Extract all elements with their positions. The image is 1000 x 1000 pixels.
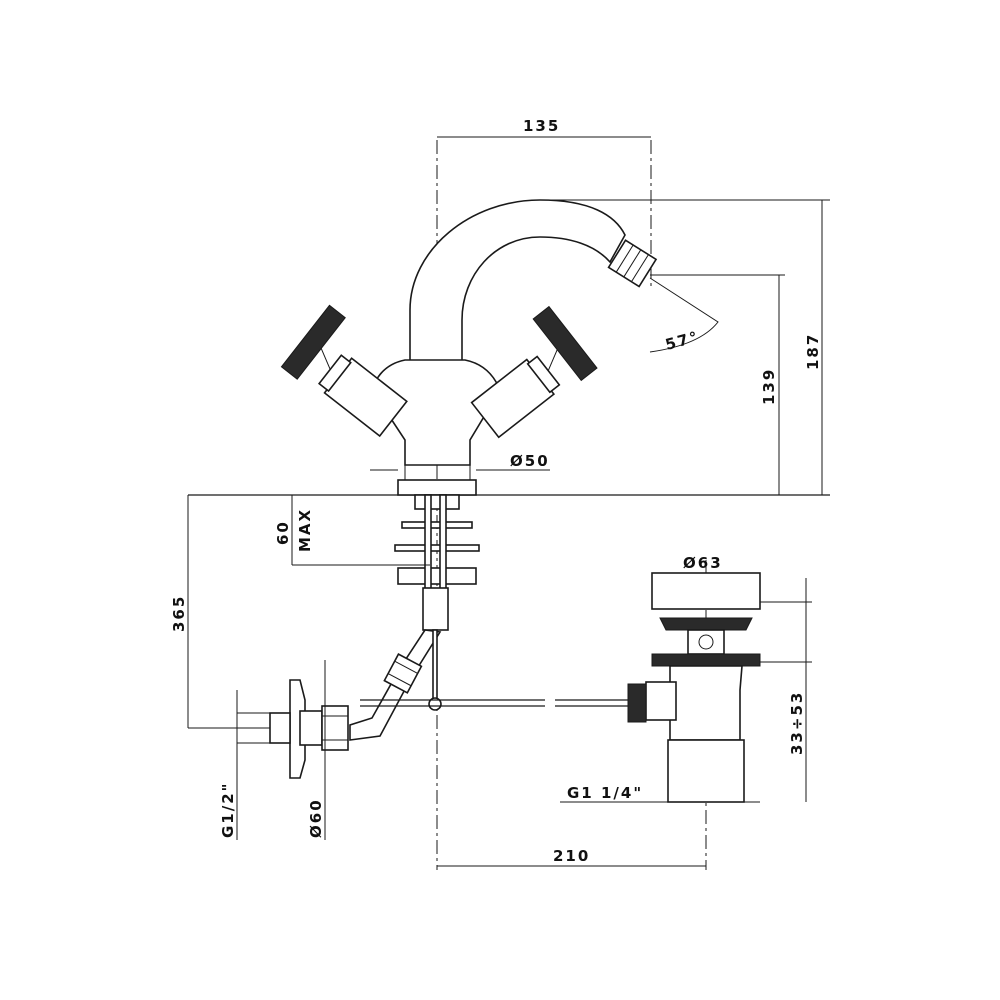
waste-plug: [651, 572, 761, 610]
dim-max-value: 60: [274, 520, 292, 545]
waste-assembly: [627, 572, 761, 803]
spout-aerator: [607, 239, 658, 288]
dim-spray-angle: 57°: [663, 328, 701, 354]
dim-total-height: 187: [804, 333, 822, 370]
supply-fitting: [237, 679, 349, 779]
dim-supply-thread: G1/2": [219, 782, 237, 838]
dim-base-diameter: Ø50: [510, 452, 550, 470]
dim-spout-reach: 135: [523, 117, 560, 135]
popup-linkage: [360, 699, 630, 707]
dim-waste-diameter: Ø63: [683, 554, 723, 572]
waste-tail: [667, 739, 745, 803]
dim-under-deck-length: 365: [170, 595, 188, 632]
dimension-lines: [187, 136, 830, 867]
dim-flange-diameter: Ø60: [307, 798, 325, 838]
spout: [409, 199, 719, 386]
tap-base: [397, 479, 477, 496]
under-deck-fittings: [349, 494, 480, 741]
dim-spout-height: 139: [760, 368, 778, 405]
left-handle: [280, 304, 408, 438]
dim-waste-distance: 210: [553, 847, 590, 865]
dim-waste-thread: G1 1/4": [567, 784, 643, 802]
tap-body: [280, 304, 598, 496]
right-handle: [470, 305, 598, 439]
spray-cone: [649, 277, 719, 353]
dim-max-label: MAX: [296, 508, 314, 552]
dim-waste-range: 33÷53: [788, 691, 806, 755]
